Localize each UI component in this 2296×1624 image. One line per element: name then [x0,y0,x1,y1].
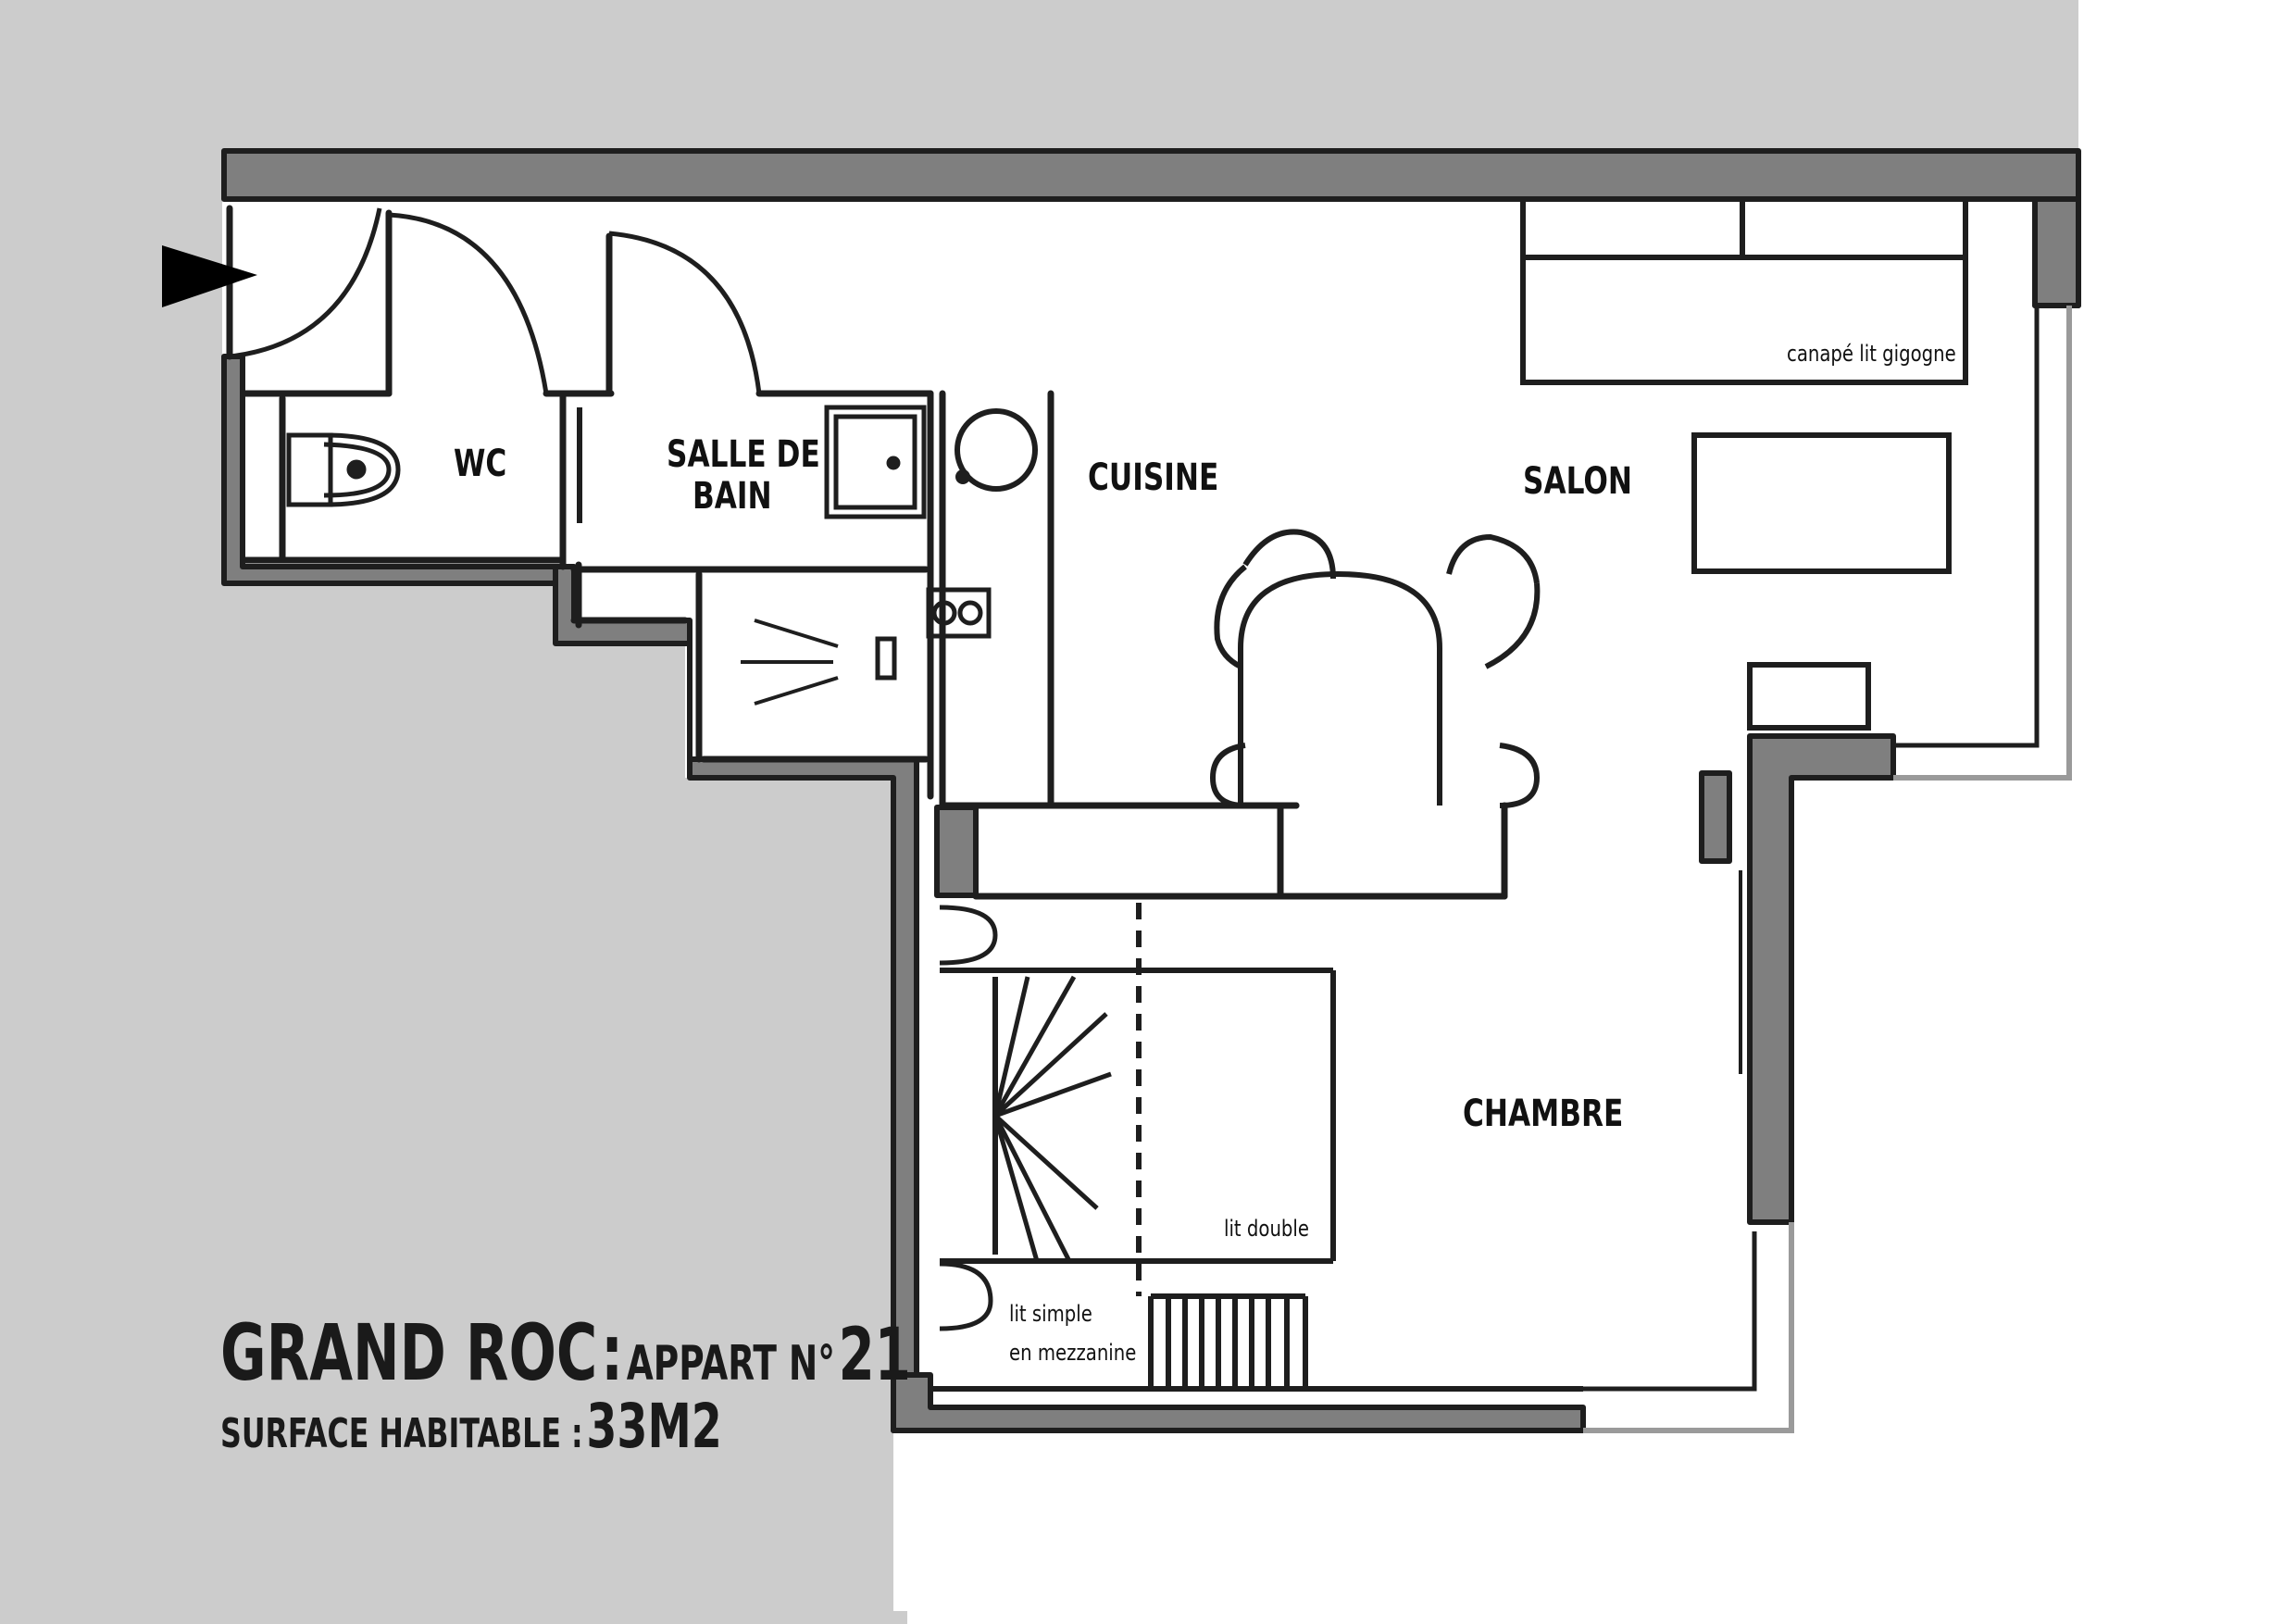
plan-subtitle: SURFACE HABITABLE : 33M2 [220,1391,722,1462]
room-label-chambre: CHAMBRE [1463,1093,1624,1135]
exterior-walls [221,148,2081,1433]
room-label-cuisine: CUISINE [1088,456,1219,499]
label-single-bed-2: en mezzanine [1009,1340,1137,1366]
wc-door [388,212,549,394]
apartment-floor [227,199,2037,1430]
cooktop-icon [926,587,992,639]
room-label-wc: WC [454,443,507,485]
building-name: GRAND ROC [220,1307,598,1398]
entrance-arrow-icon [162,245,257,307]
surface-value: 33M2 [586,1391,722,1462]
entry-door [229,207,382,359]
ladder-icon [930,1293,1583,1392]
kitchen-sink-icon [955,408,1038,492]
double-bed-icon [940,903,1336,1296]
plan-title: GRAND ROC : APPART N° 21 [220,1307,911,1398]
sofa-bed-icon [1520,196,1968,385]
label-single-bed-1: lit simple [1009,1301,1092,1327]
surface-label: SURFACE HABITABLE : [220,1410,583,1457]
label-double-bed: lit double [1224,1216,1309,1242]
room-label-salle-de-bain-1: SALLE DE [667,433,820,476]
facade-lines [1583,306,2072,1433]
bath-door [608,231,762,394]
dining-table-icon [1209,529,1541,808]
coffee-table-icon [1691,432,1952,574]
doors [229,207,762,394]
sink-icon [577,405,927,523]
toilet-icon [286,432,401,507]
tv-cabinet-icon [1747,662,1871,731]
bedside-tables [939,905,998,1331]
label-sofa-bed: canapé lit gigogne [1787,341,1956,367]
shower-icon [741,618,897,706]
apartment-label: APPART N° [626,1336,835,1392]
room-label-salon: SALON [1523,460,1633,503]
title-separator: : [600,1307,624,1398]
mezzanine-lines-icon [992,975,1112,1263]
room-label-salle-de-bain-2: BAIN [693,475,772,518]
apartment-number: 21 [838,1314,911,1397]
